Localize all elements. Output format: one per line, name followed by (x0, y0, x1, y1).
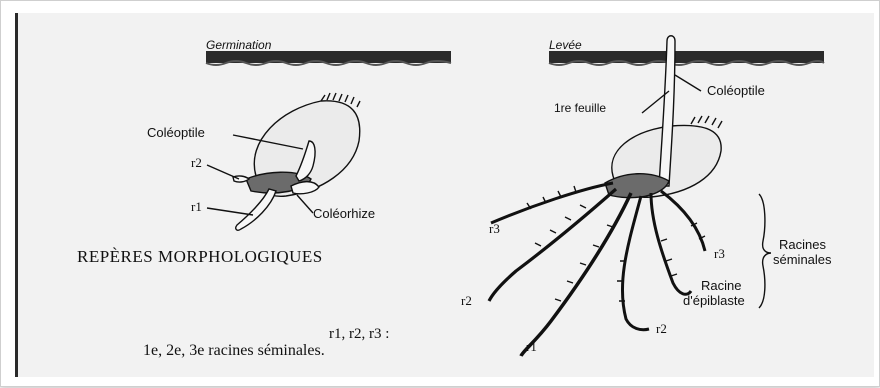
seminal-roots-label-1: Racines (779, 237, 826, 252)
epiblast-root-label-1: Racine (701, 278, 741, 293)
legend-text: 1e, 2e, 3e racines séminales. (143, 342, 325, 360)
first-leaf-label: 1re feuille (554, 101, 606, 115)
epiblast-root-label-2: d'épiblaste (683, 293, 745, 308)
morphology-heading: REPÈRES MORPHOLOGIQUES (77, 247, 323, 267)
r1-label-left: r1 (191, 199, 202, 215)
seminal-roots-label-2: séminales (773, 252, 832, 267)
soil-strip-left (206, 51, 451, 65)
legend-symbols: r1, r2, r3 : (329, 326, 389, 343)
levee-title: Levée (549, 38, 582, 52)
r2-label-left-right: r2 (461, 293, 472, 309)
coleoptile-label-left: Coléoptile (147, 125, 205, 140)
r2-label-left: r2 (191, 155, 202, 171)
r1-label-right: r1 (526, 339, 537, 355)
r3-label-right: r3 (714, 246, 725, 262)
r2-label-bottom: r2 (656, 321, 667, 337)
germination-title: Germination (206, 38, 271, 52)
soil-strip-right (549, 51, 824, 65)
coleorhize-label: Coléorhize (313, 206, 375, 221)
r3-label-left: r3 (489, 221, 500, 237)
coleoptile-label-right: Coléoptile (707, 83, 765, 98)
